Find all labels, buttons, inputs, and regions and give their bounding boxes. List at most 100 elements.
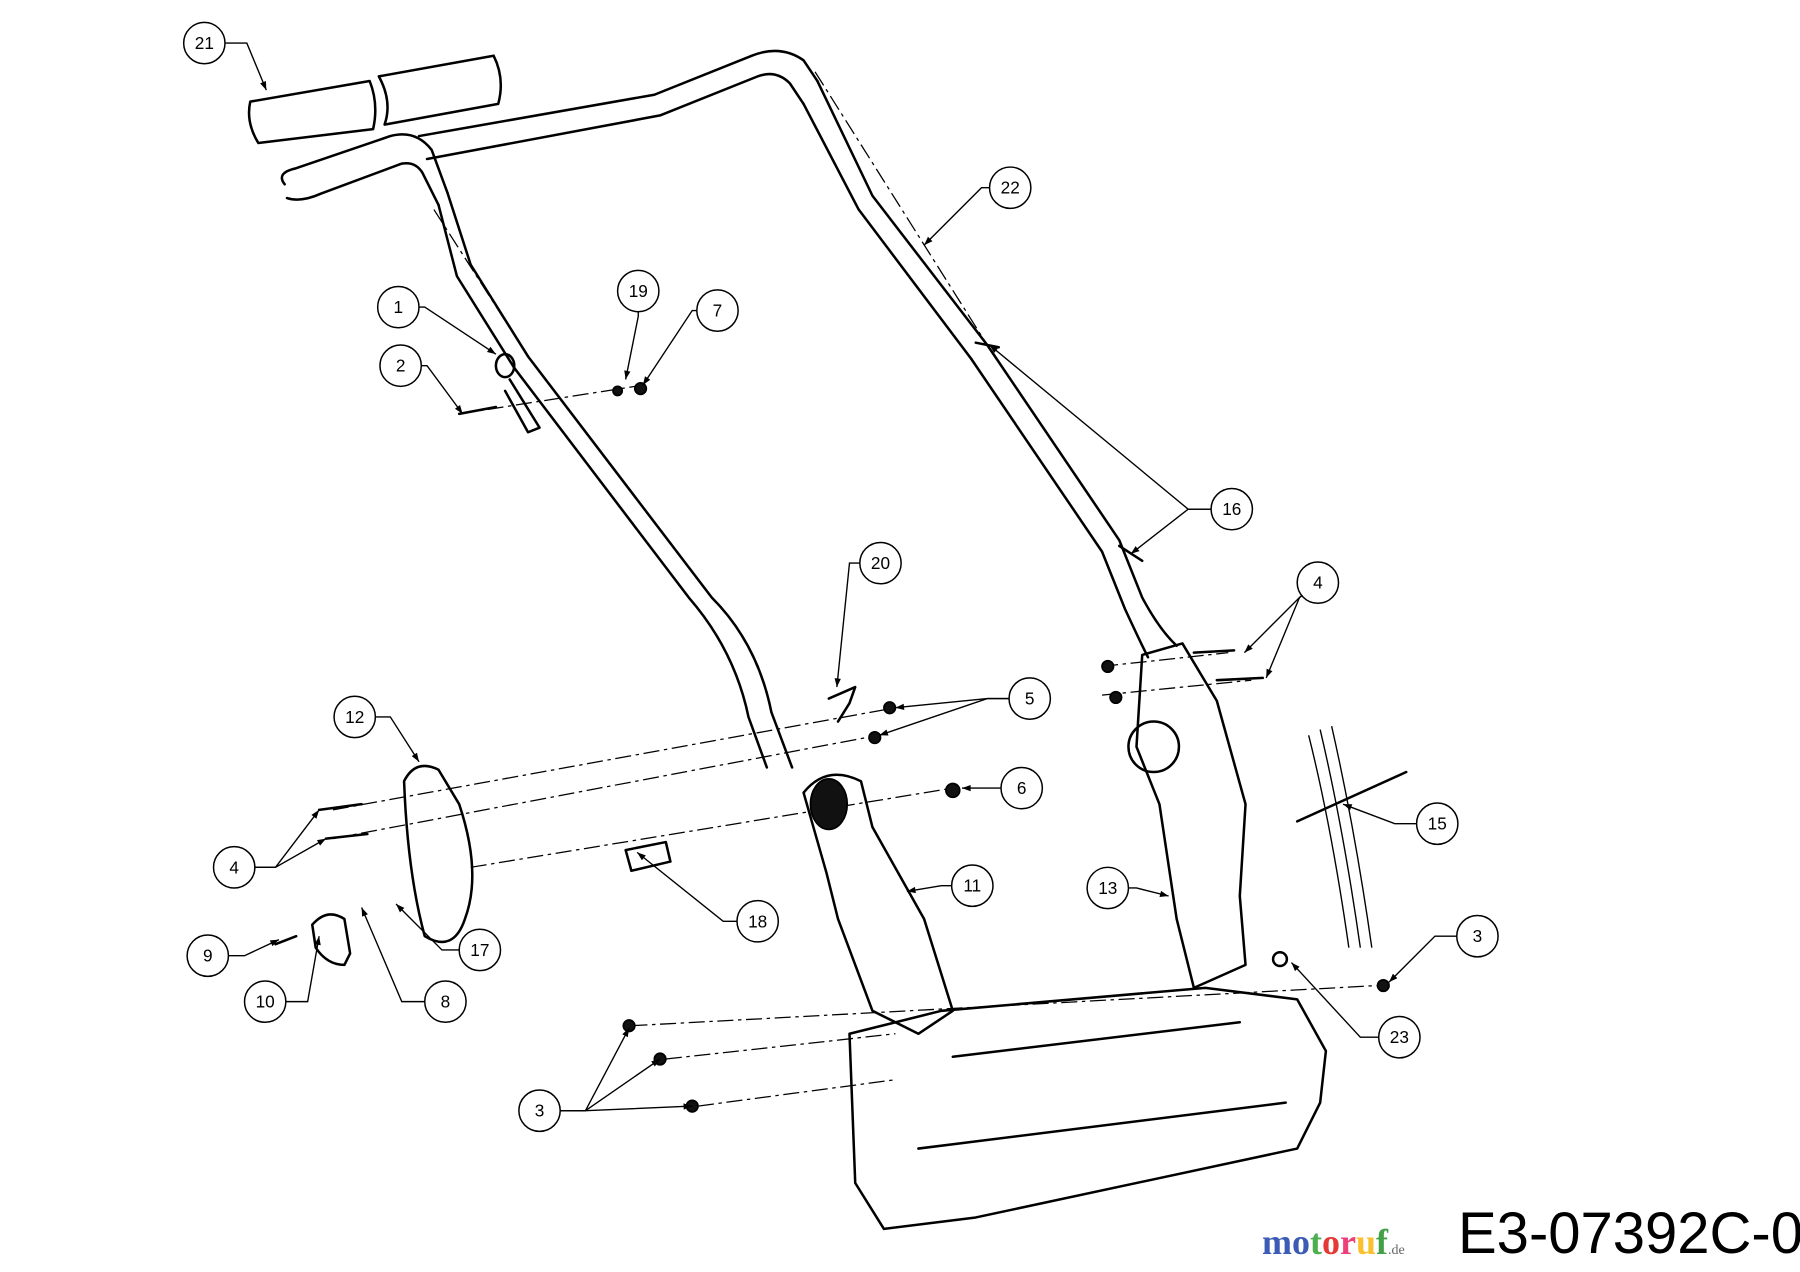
callout-10: 10: [243, 980, 287, 1024]
callout-number: 6: [1017, 778, 1027, 798]
callout-7: 7: [696, 289, 739, 332]
handle-grip: [247, 54, 503, 145]
leader-line: [879, 697, 1030, 736]
callout-number: 5: [1025, 689, 1035, 709]
callout-number: 1: [394, 297, 404, 317]
callout-number: 18: [748, 911, 767, 931]
leader-lines: [204, 42, 1478, 1112]
arrowhead-icon: [1159, 890, 1169, 897]
callout-number: 4: [229, 857, 239, 877]
arrowhead-icon: [486, 346, 496, 355]
arrowhead-icon: [683, 1103, 693, 1110]
callout-number: 8: [441, 992, 451, 1012]
callout-23: 23: [1377, 1015, 1421, 1059]
arrowhead-icon: [1389, 973, 1398, 983]
callout-bubble: [186, 934, 230, 978]
callout-4: 4: [212, 845, 256, 889]
callout-number: 4: [1313, 573, 1323, 593]
watermark-suffix: .de: [1388, 1243, 1405, 1258]
arrowhead-icon: [1244, 644, 1253, 653]
callout-16: 16: [1210, 487, 1254, 531]
callout-bubble: [458, 928, 502, 972]
callout-2: 2: [379, 344, 423, 388]
handle-bracket-left: [802, 773, 955, 1036]
arrowhead-icon: [311, 809, 320, 819]
callout-bubble: [859, 541, 902, 585]
arrowhead-icon: [834, 678, 841, 688]
callout-bubble: [1456, 914, 1499, 958]
callout-bubble: [1377, 1015, 1421, 1059]
arrowhead-icon: [879, 729, 889, 736]
callout-number: 11: [963, 876, 981, 896]
arrowhead-icon: [989, 344, 999, 353]
lower-handle: [513, 343, 1178, 769]
arrowhead-icon: [906, 886, 916, 894]
callout-bubble: [333, 695, 377, 739]
callout-bubble: [736, 899, 780, 943]
callout-bubble: [1008, 677, 1052, 720]
arrowhead-icon: [361, 907, 368, 917]
callout-number: 17: [470, 940, 489, 960]
callout-bubble: [376, 285, 420, 329]
arrowhead-icon: [314, 936, 321, 946]
arrowhead-icon: [260, 80, 267, 91]
arrowhead-icon: [396, 904, 405, 913]
callout-bubble: [1210, 487, 1254, 531]
callout-9: 9: [186, 934, 230, 978]
arrowhead-icon: [624, 370, 631, 380]
height-adjuster: [310, 764, 474, 967]
callout-number: 23: [1390, 1027, 1409, 1047]
callout-4: 4: [1296, 561, 1340, 605]
callout-13: 13: [1086, 866, 1130, 910]
callout-3: 3: [1456, 914, 1499, 958]
upper-handle: [280, 49, 989, 370]
callout-bubble: [950, 864, 994, 908]
callout-number: 16: [1222, 499, 1241, 519]
callout-number: 12: [345, 707, 364, 727]
callout-11: 11: [950, 864, 994, 908]
callout-number: 22: [1001, 178, 1020, 198]
callout-number: 13: [1098, 878, 1117, 898]
callout-12: 12: [333, 695, 377, 739]
callout-bubble: [182, 21, 226, 65]
callout-bubble: [423, 980, 467, 1024]
callout-1: 1: [376, 285, 420, 329]
callout-bubble: [212, 845, 256, 889]
arrowhead-icon: [1291, 962, 1300, 972]
callout-number: 19: [629, 281, 648, 301]
callout-8: 8: [423, 980, 467, 1024]
arrowhead-icon: [316, 838, 327, 846]
callout-bubble: [243, 980, 287, 1024]
callout-17: 17: [458, 928, 502, 972]
arrowhead-icon: [1343, 804, 1353, 811]
callout-5: 5: [1008, 677, 1052, 720]
callout-bubble: [518, 1089, 561, 1133]
callout-number: 21: [195, 33, 214, 53]
handle-bracket-right: [1127, 642, 1247, 990]
leader-line: [539, 1105, 693, 1112]
callout-bubble: [696, 289, 739, 332]
arrowhead-icon: [269, 939, 279, 947]
callout-21: 21: [182, 21, 226, 65]
arrowhead-icon: [1266, 668, 1273, 678]
mower-deck: [848, 986, 1328, 1231]
arrowhead-icon: [642, 376, 651, 386]
small-hardware: [274, 341, 1408, 1113]
callout-number: 2: [396, 356, 406, 376]
callout-number: 3: [535, 1101, 545, 1121]
callout-18: 18: [736, 899, 780, 943]
drawing-code: E3-07392C-01: [1458, 1201, 1800, 1266]
callout-number: 10: [256, 992, 275, 1012]
arrowhead-icon: [961, 784, 971, 792]
watermark-logo: motoruf.de: [1262, 1222, 1405, 1271]
arrowhead-icon: [411, 752, 420, 762]
arrowhead-icon: [895, 703, 905, 711]
callout-bubble: [1296, 561, 1340, 605]
arrowhead-icon: [622, 1028, 630, 1038]
callout-15: 15: [1415, 802, 1459, 846]
arrowhead-icon: [637, 852, 646, 861]
callout-6: 6: [1000, 766, 1044, 810]
